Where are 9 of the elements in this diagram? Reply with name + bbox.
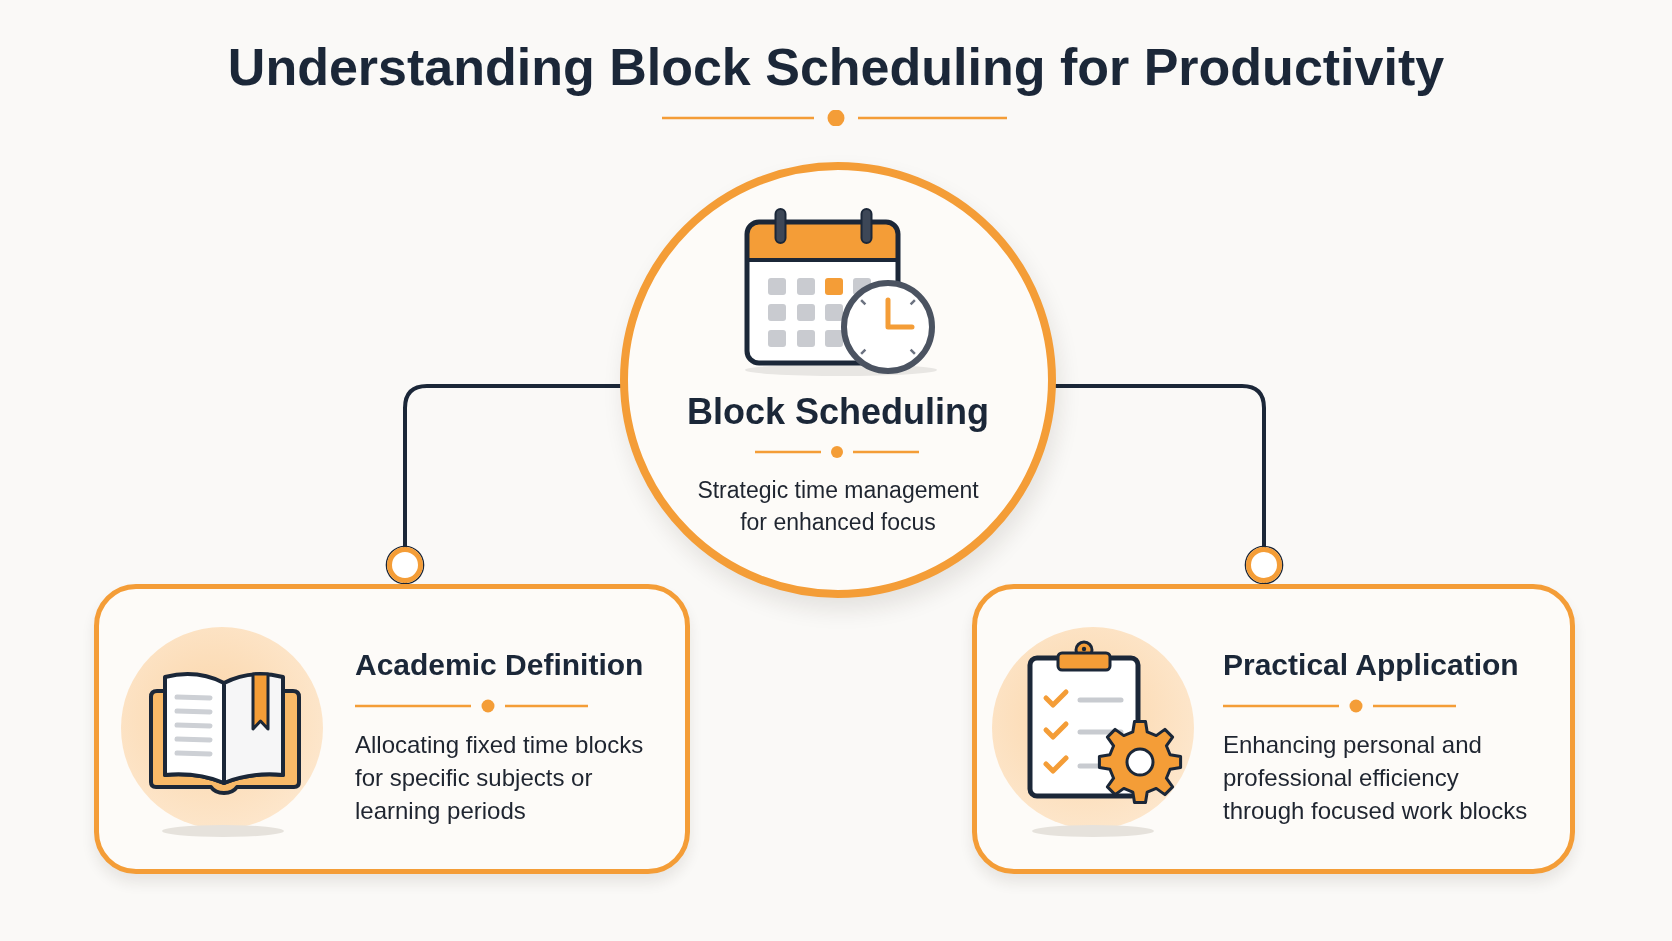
info-card (94, 584, 690, 874)
node-heading: Practical Application (1223, 647, 1519, 683)
node-description: Strategic time management for enhanced focus (696, 476, 980, 537)
node-description: Enhancing personal and professional efficiency through focused work blocks (1223, 730, 1529, 826)
diagram-title: Understanding Block Scheduling for Productivity (227, 37, 1445, 97)
info-card (972, 584, 1575, 874)
node-description: Allocating fixed time blocks for specific subjects or learning periods (355, 730, 645, 826)
node-heading: Block Scheduling (687, 390, 989, 434)
node-heading: Academic Definition (355, 647, 644, 683)
